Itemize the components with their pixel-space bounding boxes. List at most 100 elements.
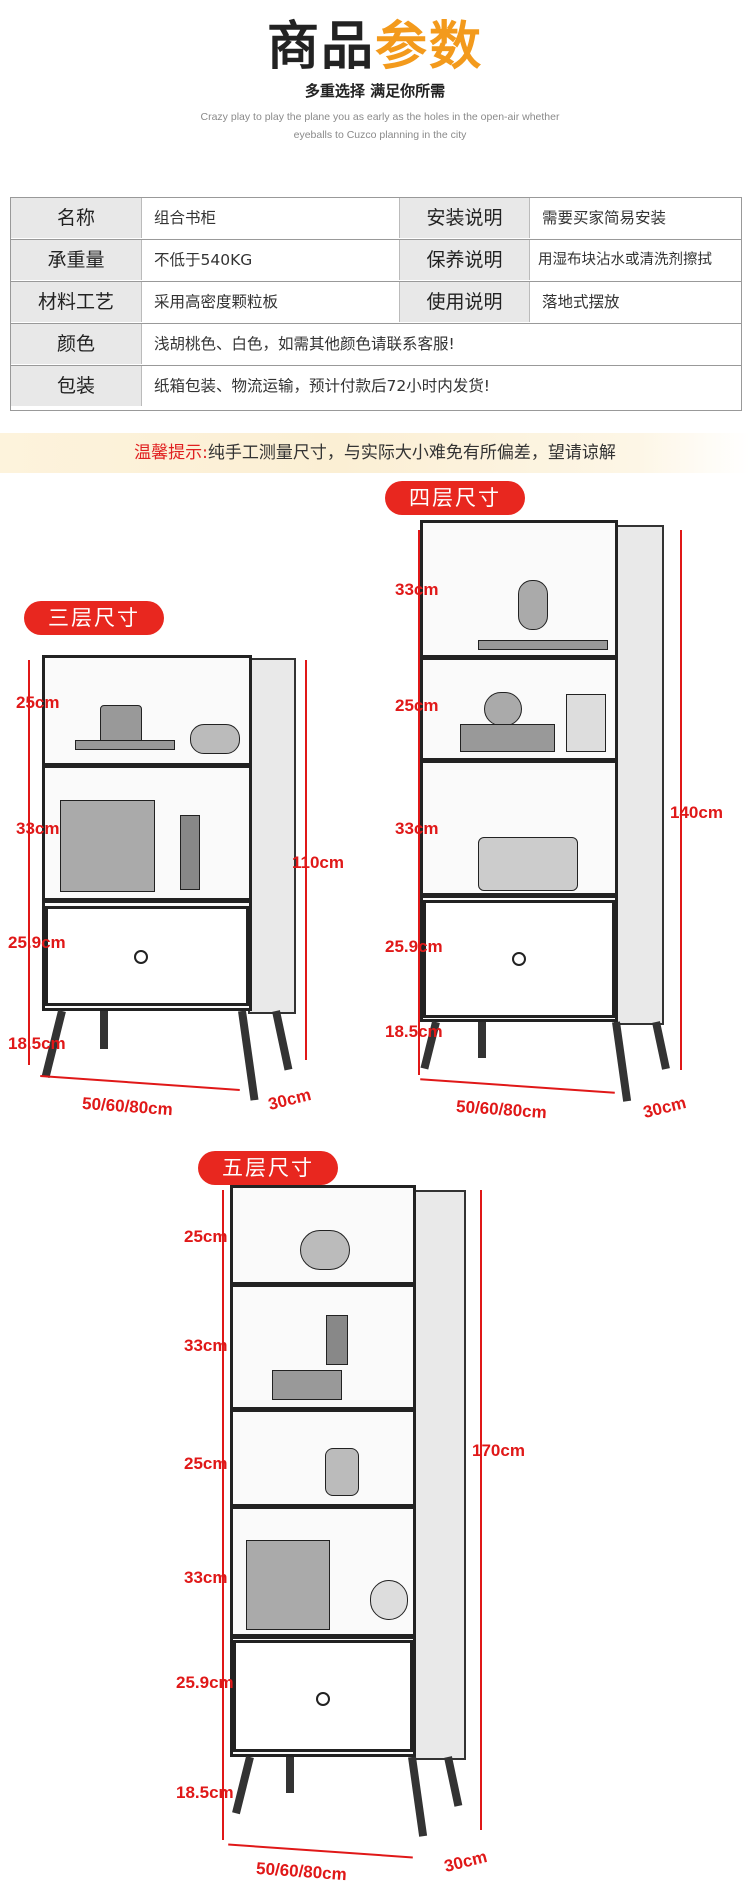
depth-label: 30cm [266, 1085, 314, 1114]
dim-line [305, 660, 307, 1060]
dim-line [222, 1190, 224, 1840]
shelf-board [230, 1282, 416, 1287]
depth-label: 30cm [442, 1847, 490, 1876]
figurine-icon [180, 815, 200, 890]
table-row: 包装 纸箱包装、物流运输，预计付款后72小时内发货! [11, 366, 741, 406]
cabinet-side [248, 658, 296, 1014]
cabinet-leg [238, 1010, 259, 1101]
dim-line [40, 1075, 240, 1091]
books-icon [60, 800, 155, 892]
title-orange-part: 参数 [375, 17, 484, 77]
divider [11, 365, 741, 366]
dim-label: 18.5cm [176, 1783, 234, 1802]
dim-line [680, 530, 682, 1070]
dim-label: 25.9cm [176, 1673, 234, 1692]
spec-label: 保养说明 [399, 240, 529, 280]
cabinet-leg [478, 1022, 486, 1058]
dim-line [480, 1190, 482, 1830]
divider [11, 239, 741, 240]
badge-four-tier: 四层尺寸 [385, 481, 525, 515]
spec-label: 使用说明 [399, 282, 529, 322]
spec-value: 浅胡桃色、白色，如需其他颜色请联系客服! [141, 324, 741, 364]
vase-icon [325, 1448, 359, 1496]
books-icon [75, 740, 175, 750]
cabinet-leg [444, 1756, 463, 1807]
cabinet-leg [100, 1011, 108, 1049]
alarm-clock-icon [370, 1580, 408, 1620]
width-label: 50/60/80cm [81, 1093, 174, 1120]
cabinet-leg [408, 1756, 428, 1837]
spec-label: 材料工艺 [11, 282, 141, 322]
title-black-part: 商品 [266, 17, 375, 77]
table-row: 承重量 不低于540KG 保养说明 用湿布块沾水或清洗剂擦拭 [11, 240, 741, 280]
dim-label: 33cm [395, 819, 439, 838]
divider [11, 323, 741, 324]
cabinet-leg [272, 1010, 293, 1071]
spec-value: 不低于540KG [141, 240, 399, 280]
cabinet-leg [286, 1757, 294, 1793]
spec-label: 名称 [11, 198, 141, 238]
shelf-board [420, 758, 618, 763]
tip-bar [0, 433, 750, 473]
cabinet-leg [652, 1021, 670, 1070]
dim-line [228, 1843, 413, 1859]
spec-table: 名称 组合书柜 安装说明 需要买家简易安装 承重量 不低于540KG 保养说明 … [10, 197, 742, 411]
tip-body: 纯手工测量尺寸，与实际大小难免有所偏差，望请谅解 [207, 443, 616, 463]
spec-value: 组合书柜 [141, 198, 399, 238]
shelf-board [420, 893, 618, 898]
drawer-knob [134, 950, 148, 964]
plant-pot-icon [100, 705, 142, 745]
books-icon [246, 1540, 330, 1630]
table-row: 材料工艺 采用高密度颗粒板 使用说明 落地式摆放 [11, 282, 741, 322]
table-row: 名称 组合书柜 安装说明 需要买家简易安装 [11, 198, 741, 238]
page-title: 商品参数 [0, 12, 750, 82]
figurine-icon [326, 1315, 348, 1365]
drawer-knob [316, 1692, 330, 1706]
spec-value: 用湿布块沾水或清洗剂擦拭 [529, 240, 741, 280]
dim-label: 33cm [184, 1336, 228, 1355]
spec-label: 安装说明 [399, 198, 529, 238]
dim-label: 33cm [184, 1568, 228, 1587]
dim-label: 33cm [16, 819, 60, 838]
dim-label: 25cm [395, 696, 439, 715]
ball-ornament-icon [484, 692, 522, 726]
tip-label: 温馨提示: [134, 443, 208, 463]
spec-label: 承重量 [11, 240, 141, 280]
dim-label: 18.5cm [385, 1022, 443, 1041]
dim-line [418, 530, 420, 1075]
table-row: 颜色 浅胡桃色、白色，如需其他颜色请联系客服! [11, 324, 741, 364]
english-description: Crazy play to play the plane you as earl… [185, 108, 575, 144]
drawer-knob [512, 952, 526, 966]
depth-label: 30cm [641, 1093, 689, 1122]
shelf-board [230, 1504, 416, 1509]
tip-text: 温馨提示:纯手工测量尺寸，与实际大小难免有所偏差，望请谅解 [0, 433, 750, 473]
books-icon [460, 724, 555, 752]
width-label: 50/60/80cm [255, 1858, 348, 1885]
spec-value: 纸箱包装、物流运输，预计付款后72小时内发货! [141, 366, 741, 406]
desc-line-2: eyeballs to Cuzco planning in the city [293, 129, 467, 141]
dim-line [28, 660, 30, 1065]
badge-five-tier: 五层尺寸 [198, 1151, 338, 1185]
height-label: 110cm [292, 853, 344, 872]
shelf-board [42, 898, 252, 903]
height-label: 170cm [472, 1441, 525, 1460]
spec-label: 包装 [11, 366, 141, 406]
books-icon [272, 1370, 342, 1400]
sculpture-icon [190, 724, 240, 754]
cabinet-side [412, 1190, 466, 1760]
cabinet-leg [232, 1756, 254, 1815]
cabinet-side [614, 525, 664, 1025]
page-subtitle: 多重选择 满足你所需 [304, 82, 446, 100]
dim-label: 25cm [184, 1454, 228, 1473]
dim-label: 33cm [395, 580, 439, 599]
cabinet-leg [612, 1021, 632, 1102]
storage-box-icon [478, 837, 578, 891]
spec-value: 落地式摆放 [529, 282, 741, 322]
books-icon [478, 640, 608, 650]
dim-label: 25.9cm [385, 937, 443, 956]
badge-three-tier: 三层尺寸 [24, 601, 164, 635]
spec-label: 颜色 [11, 324, 141, 364]
bicycle-ornament-icon [300, 1230, 350, 1270]
shelf-board [230, 1407, 416, 1412]
height-label: 140cm [670, 803, 723, 822]
